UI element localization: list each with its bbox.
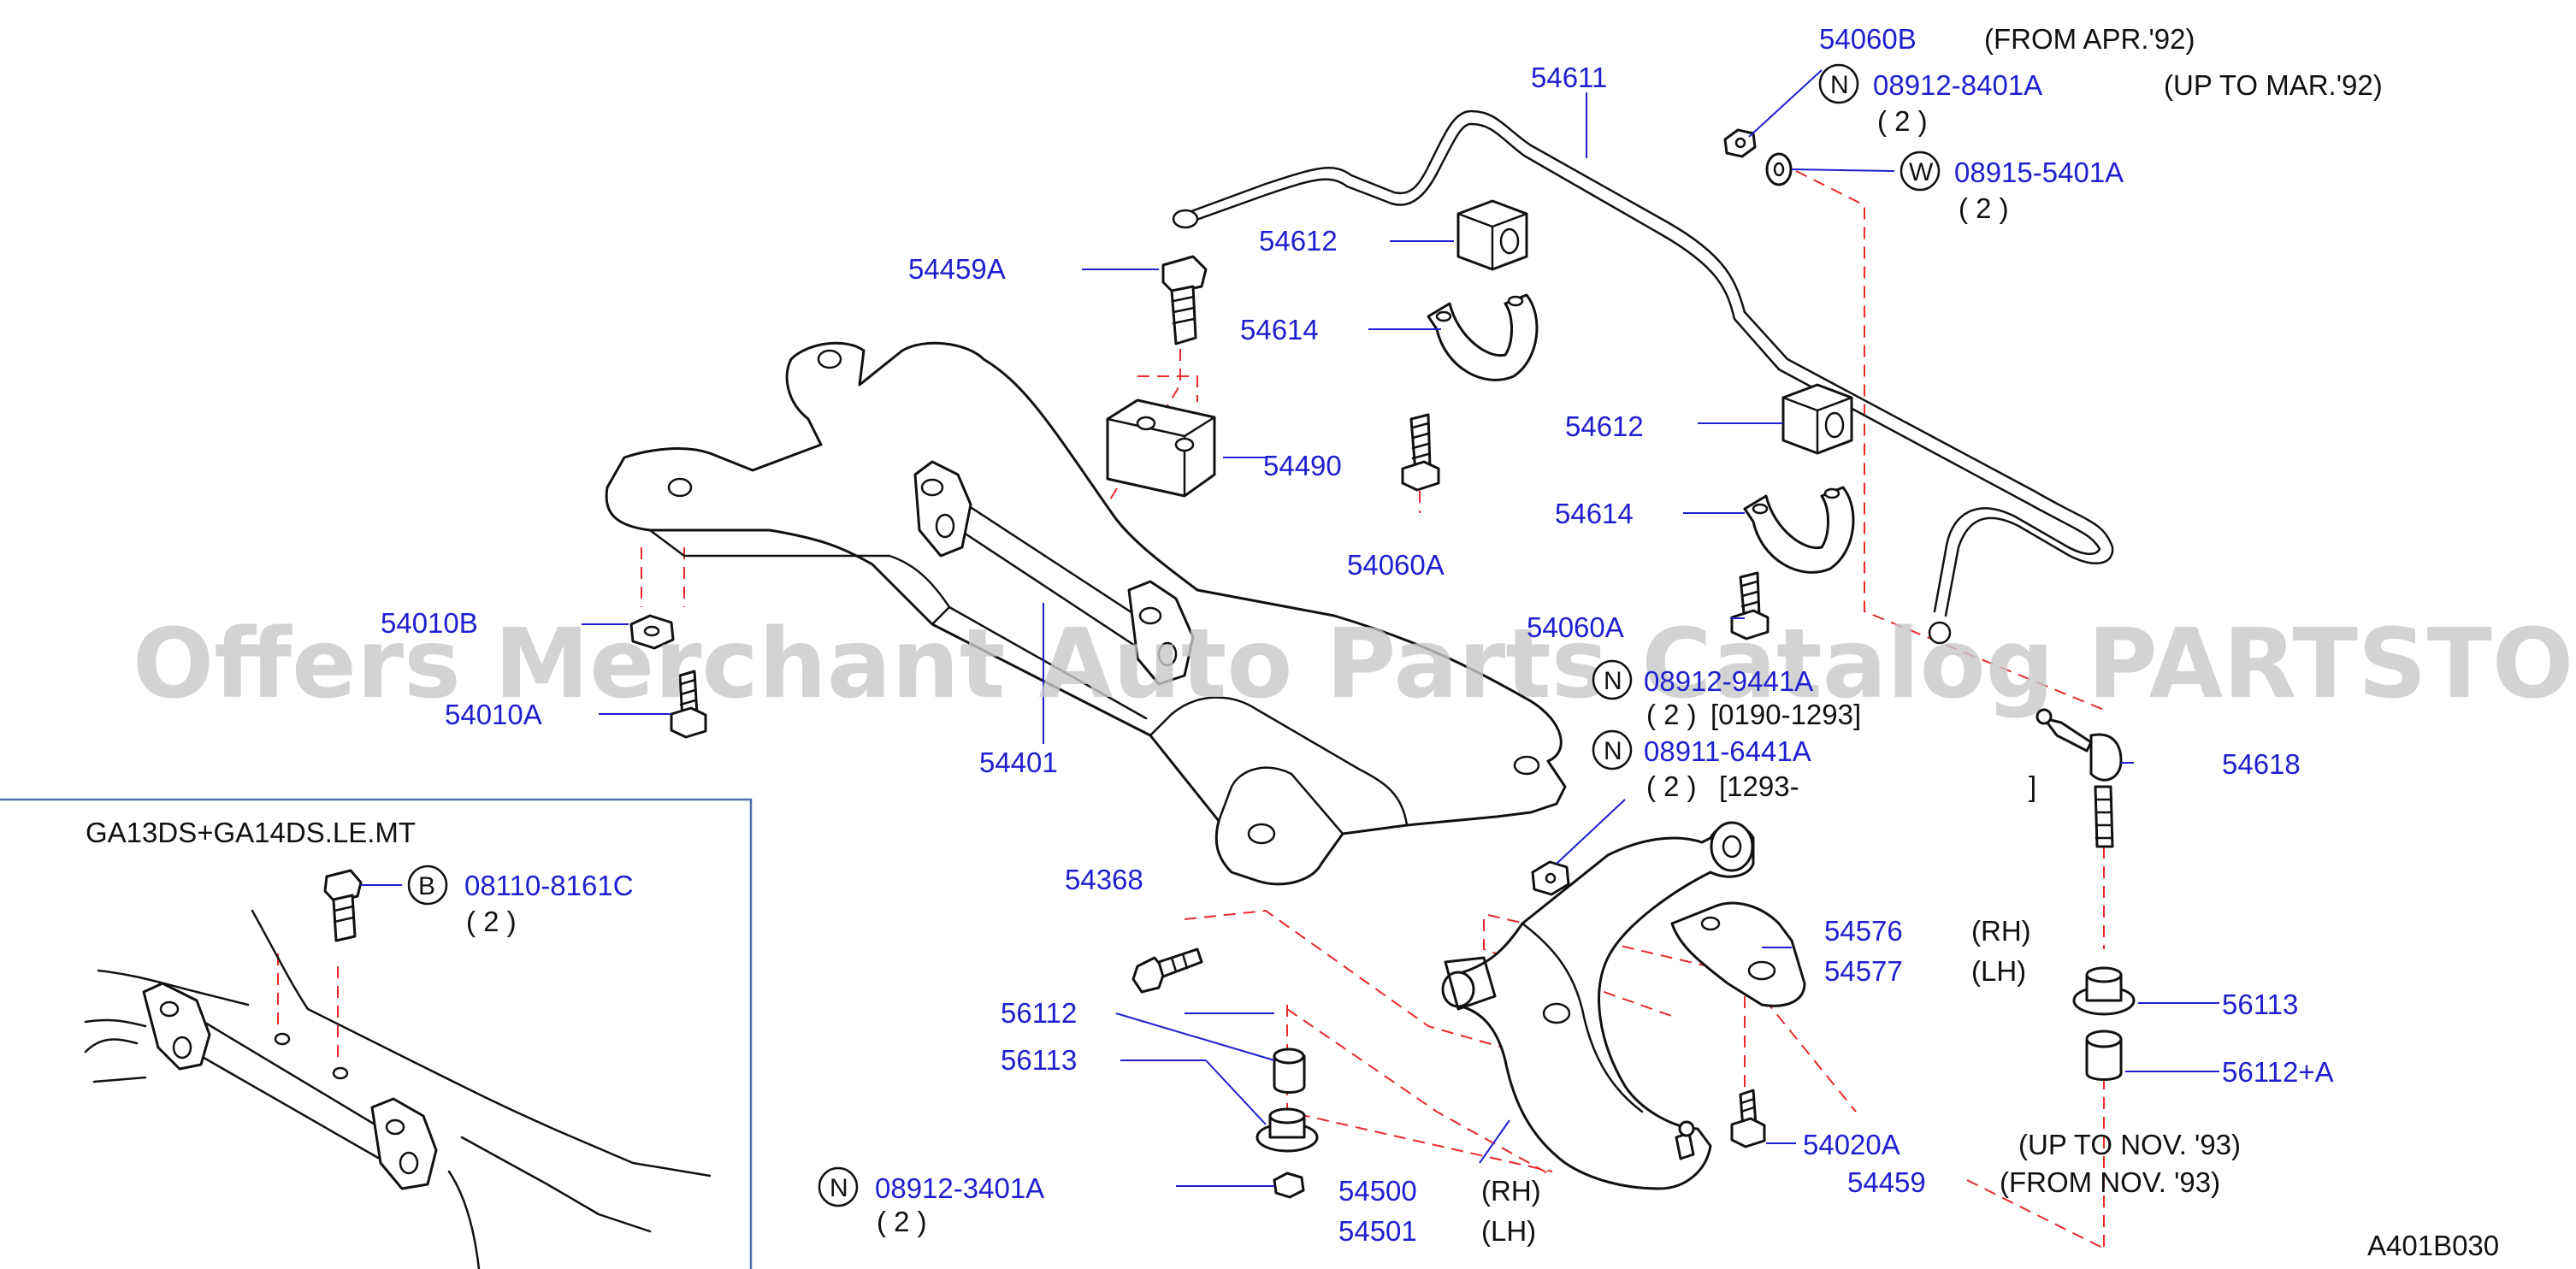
crossmember: [605, 341, 1567, 886]
label-54501: 54501: [1338, 1215, 1417, 1247]
washer-56113-right: [2072, 966, 2136, 1016]
transverse-link: [1441, 821, 1755, 1190]
qty-08110-8161C: ( 2 ): [466, 906, 517, 937]
label-54618: 54618: [2222, 748, 2301, 780]
bolt-54020A: [1730, 1089, 1766, 1148]
note-54020A: (UP TO NOV. '93): [2018, 1129, 2241, 1160]
qty-08911-6441A: ( 2 ): [1646, 770, 1697, 802]
callout-labels: 54060B (FROM APR.'92) N 08912-8401A (UP …: [86, 23, 2499, 1261]
inset-bolt: [323, 869, 363, 942]
nut-top: [1723, 128, 1757, 158]
bolt-54368: [1131, 947, 1203, 994]
label-08911-6441A: 08911-6441A: [1644, 735, 1811, 767]
stabilizer-link: [2035, 708, 2123, 848]
symbol-circle-n-2: [1592, 659, 1633, 700]
label-54060A-b: 54060A: [1527, 611, 1624, 643]
note-54501: (LH): [1481, 1215, 1536, 1247]
watermark-text: Offers Merchant Auto Parts Catalog PARTS…: [133, 609, 2576, 720]
symbol-circle-w: [1900, 151, 1941, 192]
label-54401: 54401: [979, 747, 1058, 778]
bolt-54010A: [670, 670, 707, 739]
note-54060B: (FROM APR.'92): [1984, 23, 2195, 55]
label-54614-b: 54614: [1555, 498, 1634, 529]
label-54020A: 54020A: [1803, 1129, 1900, 1160]
label-54612-b: 54612: [1565, 410, 1644, 442]
label-56113-b: 56113: [2222, 989, 2298, 1020]
label-56113-a: 56113: [1001, 1044, 1077, 1076]
qty-08912-8401A: ( 2 ): [1877, 105, 1928, 137]
qty-08912-3401A: ( 2 ): [877, 1206, 927, 1237]
label-54010A: 54010A: [445, 699, 542, 730]
washer-56113-left: [1256, 1107, 1319, 1153]
symbol-circle-n-3: [1592, 729, 1633, 770]
label-54576: 54576: [1824, 915, 1903, 947]
label-56112-a-plus: 56112+A: [2222, 1056, 2334, 1088]
bolt-54459A: [1161, 255, 1208, 345]
label-08915-5401A: 08915-5401A: [1954, 156, 2124, 188]
label-54368: 54368: [1065, 864, 1143, 895]
leader-lines: [582, 69, 2219, 1187]
symbol-circle-n-4: [818, 1166, 859, 1207]
qty-08915-5401A: ( 2 ): [1959, 192, 2009, 224]
symbol-n-3: N: [1604, 737, 1622, 765]
label-08912-9441A: 08912-9441A: [1644, 665, 1813, 697]
label-56112-a: 56112: [1001, 997, 1077, 1029]
inset-panel: [0, 798, 753, 1269]
label-54500: 54500: [1338, 1175, 1417, 1207]
nut-08912-3401A: [1273, 1172, 1305, 1199]
qty-08912-9441A: ( 2 ): [1646, 699, 1697, 730]
label-54612-a: 54612: [1259, 225, 1338, 257]
symbol-circle-b: [407, 865, 448, 906]
note-08912-8401A: (UP TO MAR.'92): [2164, 69, 2383, 101]
label-54459A: 54459A: [908, 253, 1006, 285]
symbol-w: W: [1909, 158, 1934, 186]
label-54060A-a: 54060A: [1347, 549, 1445, 581]
symbol-circle-n-1: [1818, 63, 1859, 104]
label-54490: 54490: [1263, 450, 1342, 481]
washer-top: [1765, 152, 1793, 186]
symbol-b: B: [418, 872, 435, 900]
label-54577: 54577: [1824, 955, 1903, 987]
bushing-lower: [1781, 383, 1853, 455]
symbol-n-2: N: [1604, 667, 1622, 695]
nut-lower-arm: [1531, 860, 1570, 896]
stabilizer-bar: [1172, 109, 2114, 645]
inset-title: GA13DS+GA14DS.LE.MT: [86, 817, 416, 848]
note-54459: (FROM NOV. '93): [2000, 1166, 2220, 1198]
range-08912-9441A: [0190-1293]: [1710, 699, 1861, 730]
label-08912-8401A: 08912-8401A: [1873, 69, 2042, 101]
bracket-upper: [1427, 293, 1539, 381]
label-08110-8161C: 08110-8161C: [464, 870, 634, 901]
bracket-54576: [1670, 901, 1806, 1007]
label-08912-3401A: 08912-3401A: [875, 1172, 1044, 1204]
symbol-n-4: N: [830, 1174, 848, 1202]
bushing-upper: [1456, 199, 1528, 271]
label-54010B: 54010B: [381, 607, 478, 639]
label-54060B: 54060B: [1819, 23, 1917, 55]
range-08911-6441A: [1293-: [1719, 770, 1799, 802]
note-54576: (RH): [1971, 915, 2031, 947]
mount-54490: [1106, 398, 1216, 498]
symbol-n-1: N: [1830, 71, 1849, 99]
label-54614-a: 54614: [1240, 314, 1319, 345]
bolt-54060A-lower: [1730, 571, 1770, 640]
note-54577: (LH): [1971, 955, 2026, 987]
bushing-56112-left: [1273, 1048, 1306, 1094]
bushing-56112A: [2085, 1030, 2123, 1081]
note-54500: (RH): [1481, 1175, 1541, 1207]
range-end-08911-6441A: ]: [2029, 770, 2036, 802]
label-54611: 54611: [1531, 62, 1607, 93]
diagram-code: A401B030: [2367, 1230, 2499, 1261]
nut-54010B: [629, 614, 675, 650]
bolt-54060A-upper: [1401, 413, 1440, 492]
bracket-lower: [1743, 486, 1855, 574]
label-54459: 54459: [1847, 1166, 1926, 1198]
